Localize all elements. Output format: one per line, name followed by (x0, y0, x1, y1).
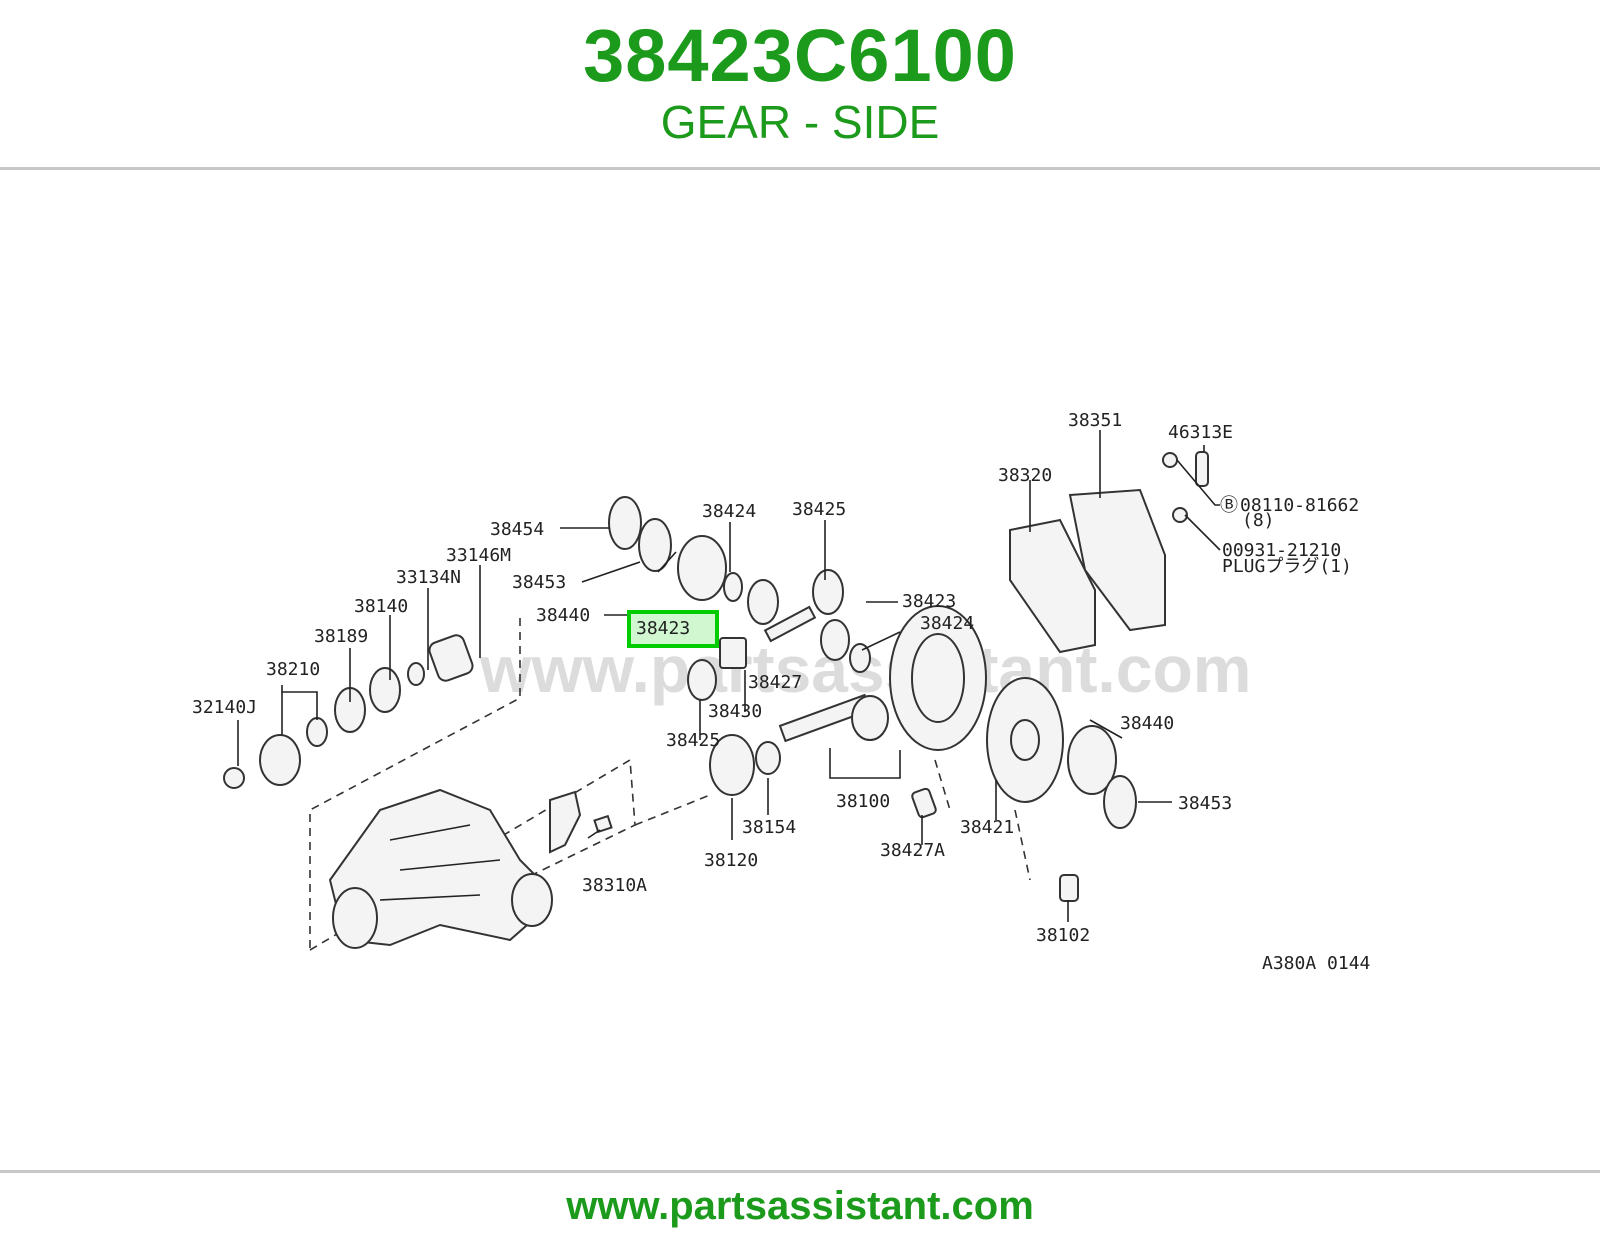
label-38154[interactable]: 38154 (742, 817, 796, 838)
label-38189[interactable]: 38189 (314, 626, 368, 647)
label-00931-21210[interactable]: 00931-21210 (1222, 540, 1341, 561)
header-divider (0, 167, 1600, 170)
label-38425-bottom[interactable]: 38425 (666, 730, 720, 751)
bearing-parts-left (608, 496, 871, 701)
label-38453-right[interactable]: 38453 (1178, 793, 1232, 814)
label-38320[interactable]: 38320 (998, 465, 1052, 486)
label-38453-left[interactable]: 38453 (512, 572, 566, 593)
label-38100[interactable]: 38100 (836, 791, 890, 812)
highlighted-part-box[interactable] (627, 610, 719, 648)
label-46313E[interactable]: 46313E (1168, 422, 1233, 443)
exploded-parts-diagram: www.partsassistant.com (180, 340, 1420, 1010)
label-38427A[interactable]: 38427A (880, 840, 945, 861)
label-38427[interactable]: 38427 (748, 672, 802, 693)
label-38424-top[interactable]: 38424 (702, 501, 756, 522)
label-08110-qty: (8) (1242, 510, 1275, 531)
footer-url[interactable]: www.partsassistant.com (566, 1184, 1034, 1228)
part-name-subtitle: GEAR - SIDE (660, 96, 940, 148)
diagram-reference-code: A380A 0144 (1262, 953, 1370, 974)
label-38440-left[interactable]: 38440 (536, 605, 590, 626)
label-38440-right[interactable]: 38440 (1120, 713, 1174, 734)
circle-b-marker: Ⓑ (1220, 495, 1238, 516)
label-38423-highlighted[interactable]: 38423 (636, 618, 690, 639)
label-33146M[interactable]: 33146M (446, 545, 511, 566)
label-38424-right[interactable]: 38424 (920, 613, 974, 634)
label-33134N[interactable]: 33134N (396, 567, 461, 588)
page-header: 38423C6100 GEAR - SIDE (0, 0, 1600, 168)
label-38120[interactable]: 38120 (704, 850, 758, 871)
bracket-part (549, 790, 582, 854)
differential-case (986, 677, 1137, 902)
differential-housing (328, 788, 553, 949)
label-38210[interactable]: 38210 (266, 659, 320, 680)
label-38351[interactable]: 38351 (1068, 410, 1122, 431)
label-38140[interactable]: 38140 (354, 596, 408, 617)
label-38310A[interactable]: 38310A (582, 875, 647, 896)
footer-divider (0, 1170, 1600, 1173)
label-38102[interactable]: 38102 (1036, 925, 1090, 946)
leader-lines (237, 430, 1221, 922)
part-number-title: 38423C6100 (583, 14, 1017, 97)
rear-cover-assembly (1009, 451, 1209, 654)
label-32140J[interactable]: 32140J (192, 697, 257, 718)
ring-gear-assembly (709, 605, 987, 819)
label-38430[interactable]: 38430 (708, 701, 762, 722)
label-08110-81662[interactable]: 08110-81662 (1240, 495, 1359, 516)
flange-parts (223, 634, 474, 789)
label-38423-right[interactable]: 38423 (902, 591, 956, 612)
label-38425-top[interactable]: 38425 (792, 499, 846, 520)
label-plug: PLUGプラグ(1) (1222, 556, 1352, 577)
bolt-38310A (587, 814, 613, 839)
label-38421[interactable]: 38421 (960, 817, 1014, 838)
label-38454[interactable]: 38454 (490, 519, 544, 540)
